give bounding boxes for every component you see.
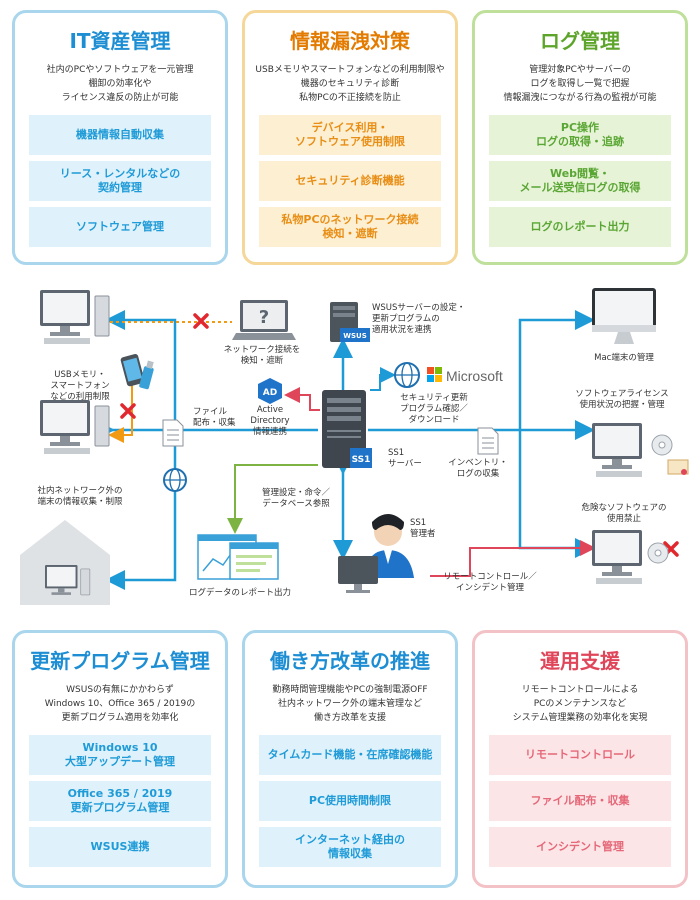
ad-badge: AD	[263, 388, 277, 398]
feature-item: 私物PCのネットワーク接続 検知・遮断	[259, 207, 441, 247]
connector-line	[284, 387, 320, 411]
card-update-program: 更新プログラム管理 WSUSの有無にかかわらず Windows 10、Offic…	[12, 630, 228, 888]
feature-item: インシデント管理	[489, 827, 671, 867]
connector-line	[518, 430, 595, 558]
label-remote-control: リモートコントロール／インシデント管理	[443, 572, 537, 593]
microsoft-label: Microsoft	[446, 368, 503, 384]
card-description: 管理対象PCやサーバーの ログを取得し一覧で把握 情報漏洩につながる行為の監視が…	[503, 65, 657, 103]
feature-item: ファイル配布・収集	[489, 781, 671, 821]
usb-memory-icon	[139, 360, 154, 390]
connector-line	[108, 380, 133, 443]
feature-item: ソフトウェア管理	[29, 207, 211, 247]
card-description: USBメモリやスマートフォンなどの利用制限や 機器のセキュリティ診断 私物PCの…	[255, 65, 445, 103]
label-network-detect: ネットワーク接続を検知・遮断	[224, 344, 301, 366]
feature-item: リース・レンタルなどの 契約管理	[29, 161, 211, 201]
feature-item: セキュリティ診断機能	[259, 161, 441, 201]
mac-monitor-icon	[592, 288, 656, 344]
desktop-pc-icon	[45, 565, 91, 596]
wsus-badge: WSUS	[343, 332, 367, 340]
card-log-mgmt: ログ管理 管理対象PCやサーバーの ログを取得し一覧で把握 情報漏洩につながる行…	[472, 10, 688, 265]
label-wsus-server: WSUSサーバーの設定・更新プログラムの適用状況を連携	[372, 302, 465, 335]
connector-line	[105, 310, 177, 430]
svg-text:?: ?	[259, 307, 269, 328]
card-description: リモートコントロールによる PCのメンテナンスなど システム管理業務の効率化を実…	[512, 685, 648, 723]
document-icon	[162, 419, 184, 447]
globe-icon	[394, 362, 420, 388]
card-operation-support: 運用支援 リモートコントロールによる PCのメンテナンスなど システム管理業務の…	[472, 630, 688, 888]
feature-item: PC使用時間制限	[259, 781, 441, 821]
connector-line	[227, 464, 318, 534]
smartphone-icon	[120, 354, 145, 387]
card-title: 更新プログラム管理	[30, 649, 210, 673]
laptop-unknown-icon: ?	[232, 300, 296, 340]
card-it-asset: IT資産管理 社内のPCやソフトウェアを一元管理 棚卸の効率化や ライセンス違反…	[12, 10, 228, 265]
block-x-icon	[193, 313, 209, 329]
label-usb-limit: USBメモリ・スマートフォンなどの利用制限	[50, 370, 110, 402]
label-outside-network: 社内ネットワーク外の端末の情報収集・制限	[37, 485, 123, 507]
house-icon	[20, 520, 110, 605]
ss1-server-icon: SS1	[322, 390, 372, 468]
feature-item: インターネット経由の 情報収集	[259, 827, 441, 867]
label-log-report: ログデータのレポート出力	[189, 587, 291, 598]
microsoft-logo-icon	[427, 367, 442, 382]
connector-line	[370, 367, 396, 391]
active-directory-icon: AD	[258, 378, 282, 404]
desktop-pc-icon	[592, 423, 642, 477]
card-leak-prevention: 情報漏洩対策 USBメモリやスマートフォンなどの利用制限や 機器のセキュリティ診…	[242, 10, 458, 265]
feature-item: WSUS連携	[29, 827, 211, 867]
card-title: IT資産管理	[69, 29, 171, 53]
label-inventory: インベントリ・ログの収集	[448, 458, 508, 479]
cd-disc-icon	[651, 434, 673, 456]
desktop-pc-icon	[592, 530, 642, 584]
label-file-dist: ファイル配布・収集	[193, 407, 236, 428]
desktop-pc-icon	[40, 400, 110, 454]
label-banned-software: 危険なソフトウェアの使用禁止	[581, 502, 666, 524]
card-title: 働き方改革の推進	[270, 649, 430, 673]
connector-line	[430, 540, 596, 577]
admin-monitor-icon	[338, 556, 378, 593]
label-admin-command: 管理設定・命令／データベース参照	[262, 487, 331, 509]
card-description: 社内のPCやソフトウェアを一元管理 棚卸の効率化や ライセンス違反の防止が可能	[46, 65, 194, 103]
wsus-server-icon: WSUS	[330, 302, 370, 342]
desktop-pc-icon	[40, 290, 110, 344]
connector-line	[518, 310, 595, 430]
card-description: WSUSの有無にかかわらず Windows 10、Office 365 / 20…	[44, 685, 196, 723]
card-work-style: 働き方改革の推進 勤務時間管理機能やPCの強制電源OFF 社内ネットワーク外の端…	[242, 630, 458, 888]
label-security-update: セキュリティ更新プログラム確認／ダウンロード	[400, 392, 468, 425]
feature-item: PC操作 ログの取得・追跡	[489, 115, 671, 155]
globe-icon	[163, 468, 187, 492]
feature-item: タイムカード機能・在席確認機能	[259, 735, 441, 775]
system-diagram: ? AD WSUS SS1 Microsoft	[20, 288, 689, 605]
card-title: 運用支援	[540, 649, 620, 673]
feature-item: デバイス利用・ ソフトウェア使用制限	[259, 115, 441, 155]
feature-item: Web閲覧・ メール送受信ログの取得	[489, 161, 671, 201]
feature-item: ログのレポート出力	[489, 207, 671, 247]
feature-item: リモートコントロール	[489, 735, 671, 775]
feature-item: 機器情報自動収集	[29, 115, 211, 155]
feature-item: Windows 10 大型アップデート管理	[29, 735, 211, 775]
cd-disc-icon	[647, 542, 669, 564]
ss1-badge: SS1	[352, 455, 371, 465]
label-mac: Mac端末の管理	[594, 352, 654, 363]
card-description: 勤務時間管理機能やPCの強制電源OFF 社内ネットワーク外の端末管理など 働き方…	[272, 685, 428, 723]
block-x-icon	[120, 403, 136, 419]
card-title: 情報漏洩対策	[290, 29, 410, 53]
label-license: ソフトウェアライセンス使用状況の把握・管理	[575, 389, 668, 410]
card-title: ログ管理	[540, 29, 620, 53]
feature-item: Office 365 / 2019 更新プログラム管理	[29, 781, 211, 821]
document-icon	[477, 427, 499, 455]
certificate-icon	[667, 459, 689, 475]
report-window-icon	[229, 542, 279, 580]
